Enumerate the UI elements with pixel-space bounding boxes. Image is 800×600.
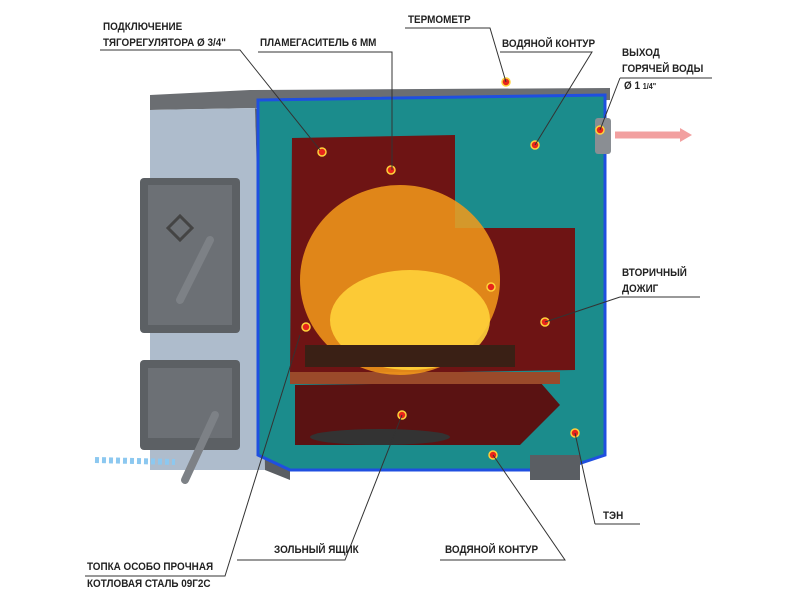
leader-firebox (85, 334, 301, 577)
label-water-jacket-bottom: ВОДЯНОЙ КОНТУР (445, 544, 539, 556)
logs (305, 345, 515, 367)
leader-water-jacket-bottom (440, 454, 566, 561)
leader-ash-box (237, 414, 403, 561)
label-firebox: ТОПКА ОСОБО ПРОЧНАЯ (87, 561, 214, 573)
cold-air-arrow (94, 457, 176, 465)
label-draft-regulator-line2: ТЯГОРЕГУЛЯТОРА Ø 3/4" (103, 37, 226, 49)
boiler-leg (530, 455, 580, 480)
door-handle (176, 236, 214, 304)
ash-door-handle (181, 411, 219, 484)
label-afterburn-line2: ДОЖИГ (622, 283, 659, 295)
label-hot-water: ВЫХОД (622, 47, 660, 59)
label-afterburn: ВТОРИЧНЫЙ (622, 267, 687, 279)
marker-firebox (301, 322, 311, 332)
label-hot-water-size: Ø 1 1/4" (624, 78, 656, 95)
leader-flame-damper (258, 51, 393, 170)
hot-water-arrow-head (680, 128, 692, 142)
leader-thermometer (405, 27, 507, 83)
ash-door-panel (148, 368, 232, 438)
loading-door-panel (148, 185, 232, 325)
leader-afterburn (544, 296, 700, 323)
leader-hot-water (599, 77, 712, 131)
size-main: Ø 1 (624, 80, 640, 92)
grate (290, 372, 560, 384)
logo-emblem (165, 213, 195, 243)
label-draft-regulator: ПОДКЛЮЧЕНИЕ (103, 21, 183, 33)
ash-chamber (295, 382, 560, 445)
label-ash-box: ЗОЛЬНЫЙ ЯЩИК (274, 544, 359, 556)
leader-heater (574, 432, 640, 525)
label-flame-damper: ПЛАМЕГАСИТЕЛЬ 6 ММ (260, 37, 377, 49)
leader-water-jacket-top (500, 51, 593, 146)
label-thermometer: ТЕРМОМЕТР (408, 14, 471, 26)
marker-flame-center (486, 282, 496, 292)
label-firebox-line2: КОТЛОВАЯ СТАЛЬ 09Г2С (87, 578, 211, 590)
callout-markers (301, 77, 605, 460)
leader-lines (85, 27, 712, 577)
leader-draft-regulator (100, 49, 321, 151)
label-hot-water-line2: ГОРЯЧЕЙ ВОДЫ (622, 63, 704, 75)
marker-flame-damper (386, 165, 396, 175)
ash-pile (310, 429, 450, 445)
label-heater: ТЭН (603, 510, 624, 522)
label-water-jacket-top: ВОДЯНОЙ КОНТУР (502, 38, 596, 50)
size-fraction: 1/4" (642, 82, 657, 91)
